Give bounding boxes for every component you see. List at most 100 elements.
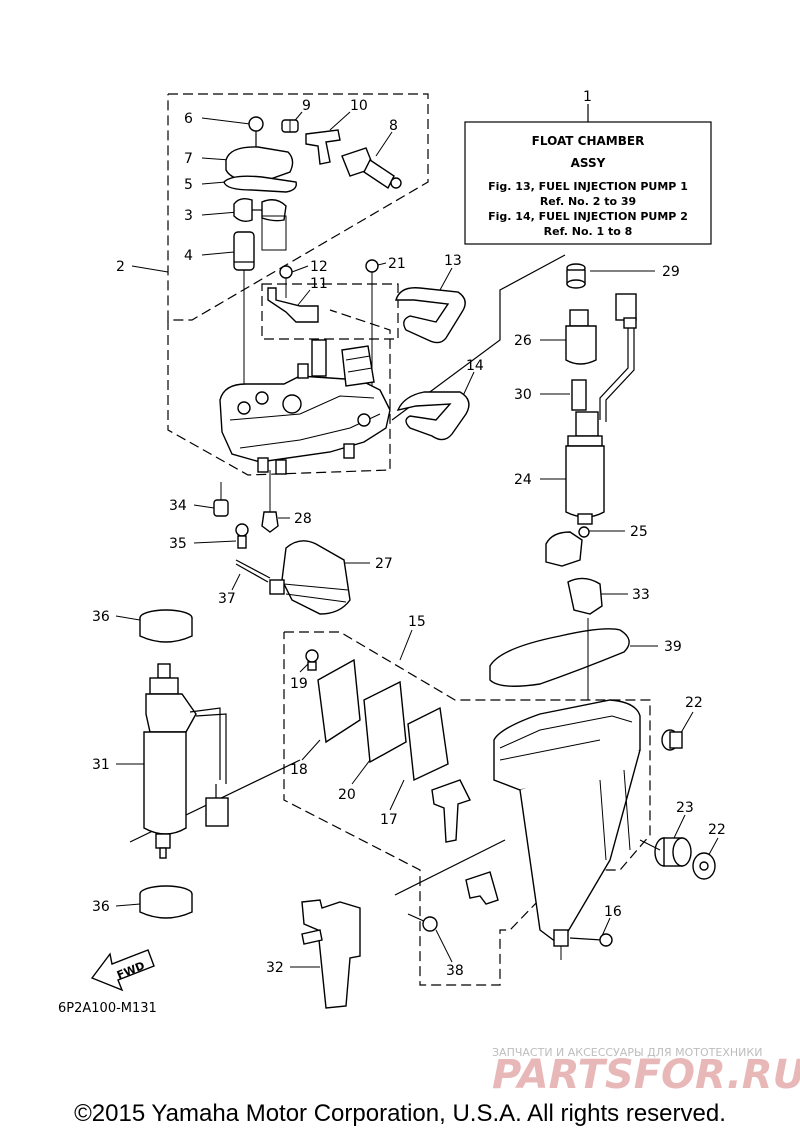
screw-9 xyxy=(281,119,299,133)
callout-36-top: 36 xyxy=(92,609,110,625)
callout-2: 2 xyxy=(116,259,125,275)
info-box-ref-4: Ref. No. 1 to 8 xyxy=(544,225,633,238)
callout-32: 32 xyxy=(266,960,284,976)
holder-33 xyxy=(567,577,603,615)
pump-column xyxy=(489,263,637,700)
callout-17: 17 xyxy=(380,812,398,828)
callout-35: 35 xyxy=(169,536,187,552)
bushing-22-upper xyxy=(661,729,683,751)
hose-14 xyxy=(396,391,470,441)
group-11-outline xyxy=(261,283,399,340)
callout-12: 12 xyxy=(310,259,328,275)
bracket-11 xyxy=(267,287,319,323)
callout-13: 13 xyxy=(444,253,462,269)
watermark-line-1: ЗАПЧАСТИ И АКСЕССУАРЫ ДЛЯ МОТОТЕХНИКИ xyxy=(492,1046,762,1059)
callout-36-bottom: 36 xyxy=(92,899,110,915)
ring-36-bottom xyxy=(139,885,193,919)
callout-38: 38 xyxy=(446,963,464,979)
ring-36-top xyxy=(139,609,193,643)
callout-5: 5 xyxy=(184,177,193,193)
watermark: ЗАПЧАСТИ И АКСЕССУАРЫ ДЛЯ МОТОТЕХНИКИ PA… xyxy=(492,1046,800,1098)
plate-18 xyxy=(317,658,361,744)
hose-13 xyxy=(395,287,466,344)
callout-10: 10 xyxy=(350,98,368,114)
callout-4: 4 xyxy=(184,248,193,264)
copyright-notice: ©2015 Yamaha Motor Corporation, U.S.A. A… xyxy=(74,1100,726,1127)
info-box-ref-2: Ref. No. 2 to 39 xyxy=(540,195,636,208)
head-body xyxy=(219,339,391,475)
info-box-title-1: FLOAT CHAMBER xyxy=(532,134,645,148)
callout-15: 15 xyxy=(408,614,426,630)
wire-harness xyxy=(599,293,637,422)
fwd-arrow: FWD xyxy=(90,949,155,992)
callout-22-upper: 22 xyxy=(685,695,703,711)
bushing-22-lower xyxy=(692,852,716,880)
callout-11: 11 xyxy=(310,276,328,292)
bracket-10 xyxy=(305,129,341,165)
callout-33: 33 xyxy=(632,587,650,603)
callout-22-lower: 22 xyxy=(708,822,726,838)
bracket-32 xyxy=(301,899,361,1009)
chamber-bracket xyxy=(431,779,471,843)
callout-20: 20 xyxy=(338,787,356,803)
parts-diagram: 1 FLOAT CHAMBER ASSY Fig. 13, FUEL INJEC… xyxy=(58,89,800,1098)
gasket-20 xyxy=(363,680,407,764)
callout-28: 28 xyxy=(294,511,312,527)
callout-3: 3 xyxy=(184,208,193,224)
regulator-8 xyxy=(341,147,402,190)
screw-6 xyxy=(248,116,264,150)
callout-23: 23 xyxy=(676,800,694,816)
screw-35 xyxy=(235,523,249,549)
callout-18: 18 xyxy=(290,762,308,778)
callout-39: 39 xyxy=(664,639,682,655)
callout-16: 16 xyxy=(604,904,622,920)
pin-37 xyxy=(235,559,271,583)
callout-26: 26 xyxy=(514,333,532,349)
grommet-23 xyxy=(654,837,692,867)
float-chamber-info-box: 1 FLOAT CHAMBER ASSY Fig. 13, FUEL INJEC… xyxy=(464,89,712,245)
pump-31-group xyxy=(139,609,229,919)
screw-34 xyxy=(213,482,229,517)
grommet-29 xyxy=(566,263,586,289)
fitting-30 xyxy=(571,379,587,411)
screw-12 xyxy=(279,265,293,298)
callout-8: 8 xyxy=(389,118,398,134)
group-2-link-line xyxy=(391,254,566,421)
group-2-lower-outline xyxy=(167,309,391,476)
filter-26 xyxy=(565,309,597,365)
watermark-logo: PARTSFOR.RU xyxy=(492,1052,800,1098)
cover-27 xyxy=(269,540,351,615)
gasket-5 xyxy=(223,175,297,193)
info-box-ref-3: Fig. 14, FUEL INJECTION PUMP 2 xyxy=(488,210,688,223)
callout-9: 9 xyxy=(302,98,311,114)
callout-14: 14 xyxy=(466,358,484,374)
float-chamber-15 xyxy=(493,699,641,960)
callout-25: 25 xyxy=(630,524,648,540)
clip-3 xyxy=(233,197,287,251)
connector-25 xyxy=(545,526,590,567)
fitting-28 xyxy=(261,470,279,533)
pump-24 xyxy=(565,411,605,525)
callout-21: 21 xyxy=(388,256,406,272)
chamber-tab xyxy=(465,871,499,905)
callout-34: 34 xyxy=(169,498,187,514)
info-box-ref-1: Fig. 13, FUEL INJECTION PUMP 1 xyxy=(488,180,688,193)
screw-38 xyxy=(407,913,438,932)
upper-assembly xyxy=(213,116,470,615)
gasket-39 xyxy=(489,628,630,687)
callout-24: 24 xyxy=(514,472,532,488)
seal-17 xyxy=(407,706,449,782)
callout-30: 30 xyxy=(514,387,532,403)
callout-6: 6 xyxy=(184,111,193,127)
screw-19 xyxy=(305,649,319,671)
callout-27: 27 xyxy=(375,556,393,572)
callout-1: 1 xyxy=(583,89,592,105)
callout-7: 7 xyxy=(184,151,193,167)
info-box-title-2: ASSY xyxy=(571,156,606,170)
diagram-code: 6P2A100-M131 xyxy=(58,1001,157,1016)
callout-19: 19 xyxy=(290,676,308,692)
callouts: 6 7 5 3 4 9 10 8 2 12 21 13 11 xyxy=(92,98,726,979)
callout-37: 37 xyxy=(218,591,236,607)
screw-16 xyxy=(569,933,613,947)
callout-29: 29 xyxy=(662,264,680,280)
